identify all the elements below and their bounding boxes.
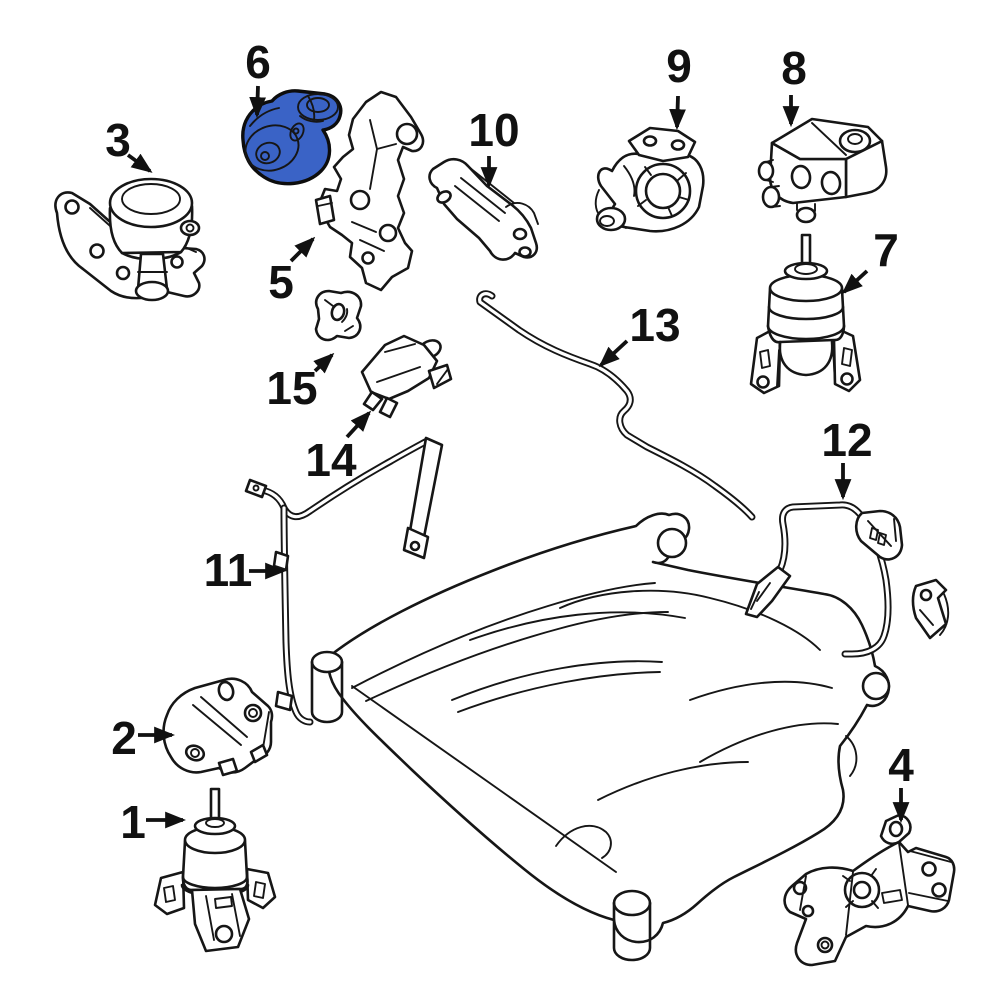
part-9-drawing (594, 126, 705, 233)
part-14-drawing (360, 334, 453, 419)
subframe-crossmember-drawing (310, 512, 891, 962)
part-2-drawing (162, 677, 274, 777)
callout-2-label: 2 (111, 712, 137, 764)
callout-6-label: 6 (245, 36, 271, 88)
callout-9-arrow (669, 95, 686, 131)
callout-4-label: 4 (888, 739, 914, 791)
callout-14-label: 14 (305, 434, 357, 486)
part-6-drawing (241, 89, 343, 186)
callout-7-label: 7 (873, 224, 899, 276)
part-7-drawing (749, 233, 862, 395)
callout-1-label: 1 (120, 796, 146, 848)
callout-8-label: 8 (781, 42, 807, 94)
callout-13-label: 13 (629, 299, 680, 351)
callout-15-arrow (313, 352, 335, 374)
callout-12-label: 12 (821, 414, 872, 466)
callout-5-label: 5 (268, 256, 294, 308)
part-15-drawing (314, 289, 363, 342)
callout-6-arrow (249, 85, 267, 119)
part-11-drawing (244, 436, 444, 726)
callout-3-arrow (126, 153, 153, 173)
callout-9-label: 9 (666, 40, 692, 92)
part-8-drawing (757, 117, 888, 224)
callout-14-arrow (345, 410, 372, 439)
callout-15-label: 15 (266, 362, 317, 414)
callout-13-arrow (598, 339, 629, 368)
callouts: 1 2 3 4 5 6 7 8 9 10 11 12 13 14 15 (105, 36, 914, 848)
part-4-drawing (783, 813, 956, 967)
part-10-drawing (428, 157, 539, 261)
callout-7-arrow (841, 269, 869, 295)
part-13-drawing (476, 290, 756, 521)
callout-3-label: 3 (105, 114, 131, 166)
callout-5-arrow (289, 236, 316, 263)
callout-11-label: 11 (204, 544, 253, 596)
part-3-drawing (54, 177, 206, 302)
part-1-drawing (153, 787, 277, 953)
part-12-drawing (744, 501, 950, 658)
callout-10-label: 10 (468, 104, 519, 156)
part-5-drawing (314, 90, 425, 292)
